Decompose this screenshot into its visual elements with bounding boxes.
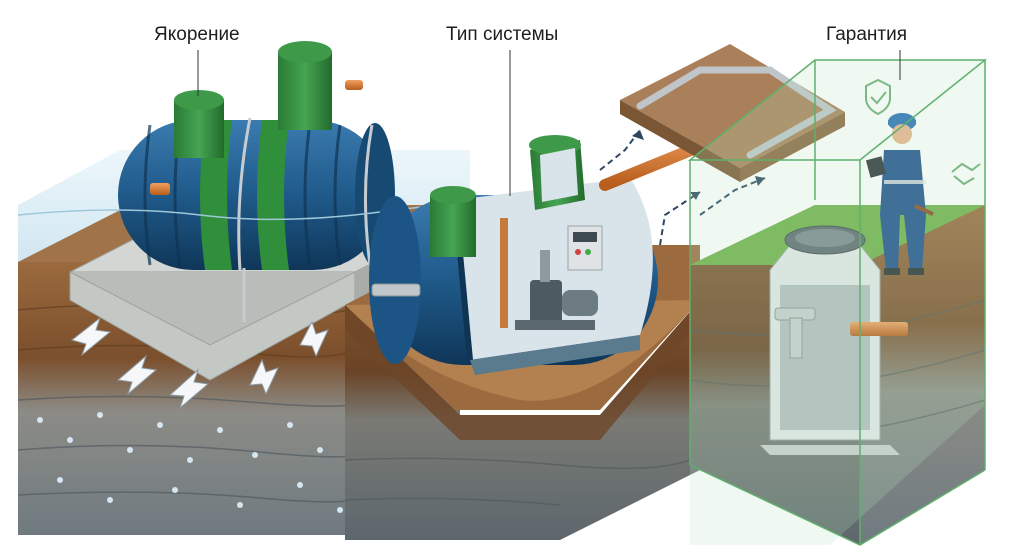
tank-lid-cut (529, 135, 585, 210)
handshake-icon (951, 162, 981, 186)
pump-unit (515, 250, 598, 330)
technician-figure (865, 113, 934, 275)
tank-lid (174, 90, 224, 158)
buoyancy-arrows (70, 316, 329, 410)
cutaway-septic-tank (369, 122, 751, 375)
flow-arrows (599, 129, 766, 246)
warranty-label: Гарантия (826, 24, 908, 45)
inspection-manhole (760, 225, 908, 455)
control-panel (567, 225, 603, 271)
warranty-glass-box (687, 59, 988, 546)
tank-lid (430, 186, 476, 257)
system-type-block (344, 122, 751, 540)
anchoring-label: Якорение (154, 24, 240, 45)
tank-lid (278, 41, 332, 130)
concrete-slab-front (70, 272, 355, 380)
shield-check-icon (865, 78, 891, 116)
warranty-block (687, 59, 988, 546)
drain-field-pad (620, 44, 845, 182)
anchored-septic-tank (118, 41, 395, 322)
system-type-label: Тип системы (446, 24, 559, 45)
